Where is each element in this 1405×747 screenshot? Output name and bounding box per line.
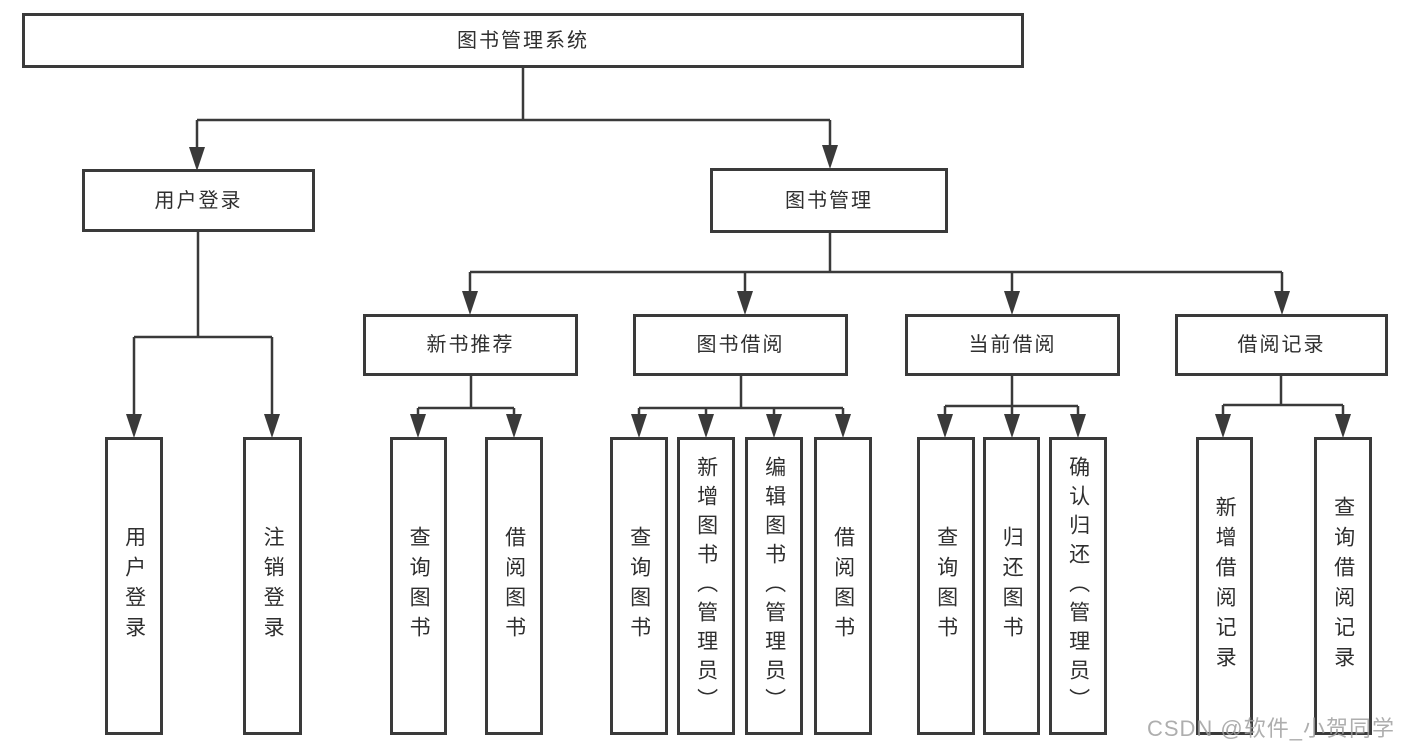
node-leaf-borrow-books-recommend: 借阅图书	[485, 437, 543, 735]
node-leaf-edit-books-admin: 编辑图书（管理员）	[745, 437, 803, 735]
node-leaf-query-books-borrowing: 查询图书	[610, 437, 668, 735]
node-leaf-return-books: 归还图书	[983, 437, 1040, 735]
leaf-label: 借阅图书	[831, 526, 855, 646]
leaf-label: 借阅图书	[502, 526, 526, 646]
node-current-borrowing: 当前借阅	[905, 314, 1120, 376]
leaf-label: 查询图书	[407, 526, 431, 646]
leaf-label: 查询图书	[934, 526, 958, 646]
node-leaf-add-borrow-record: 新增借阅记录	[1196, 437, 1253, 735]
node-book-borrowing: 图书借阅	[633, 314, 848, 376]
leaf-label: 用户登录	[122, 526, 146, 646]
node-leaf-query-borrow-record: 查询借阅记录	[1314, 437, 1372, 735]
leaf-label: 注销登录	[261, 526, 285, 646]
node-library-system: 图书管理系统	[22, 13, 1024, 68]
node-leaf-query-books-current: 查询图书	[917, 437, 975, 735]
leaf-label: 归还图书	[1000, 526, 1024, 646]
node-borrow-records: 借阅记录	[1175, 314, 1388, 376]
node-leaf-borrow-books-borrowing: 借阅图书	[814, 437, 872, 735]
arrowheads	[126, 145, 1351, 438]
node-user-login-branch: 用户登录	[82, 169, 315, 232]
node-leaf-query-books-recommend: 查询图书	[390, 437, 447, 735]
node-book-management: 图书管理	[710, 168, 948, 233]
leaf-label: 确认归还（管理员）	[1066, 455, 1090, 717]
node-new-book-recommend: 新书推荐	[363, 314, 578, 376]
node-leaf-confirm-return-admin: 确认归还（管理员）	[1049, 437, 1107, 735]
leaf-label: 编辑图书（管理员）	[762, 455, 786, 717]
leaf-label: 新增借阅记录	[1213, 496, 1237, 676]
node-leaf-logout: 注销登录	[243, 437, 302, 735]
leaf-label: 新增图书（管理员）	[694, 455, 718, 717]
csdn-watermark: CSDN @软件_小贺同学	[1146, 716, 1395, 741]
node-leaf-add-books-admin: 新增图书（管理员）	[677, 437, 735, 735]
node-leaf-user-login: 用户登录	[105, 437, 163, 735]
leaf-label: 查询借阅记录	[1331, 496, 1355, 676]
leaf-label: 查询图书	[627, 526, 651, 646]
